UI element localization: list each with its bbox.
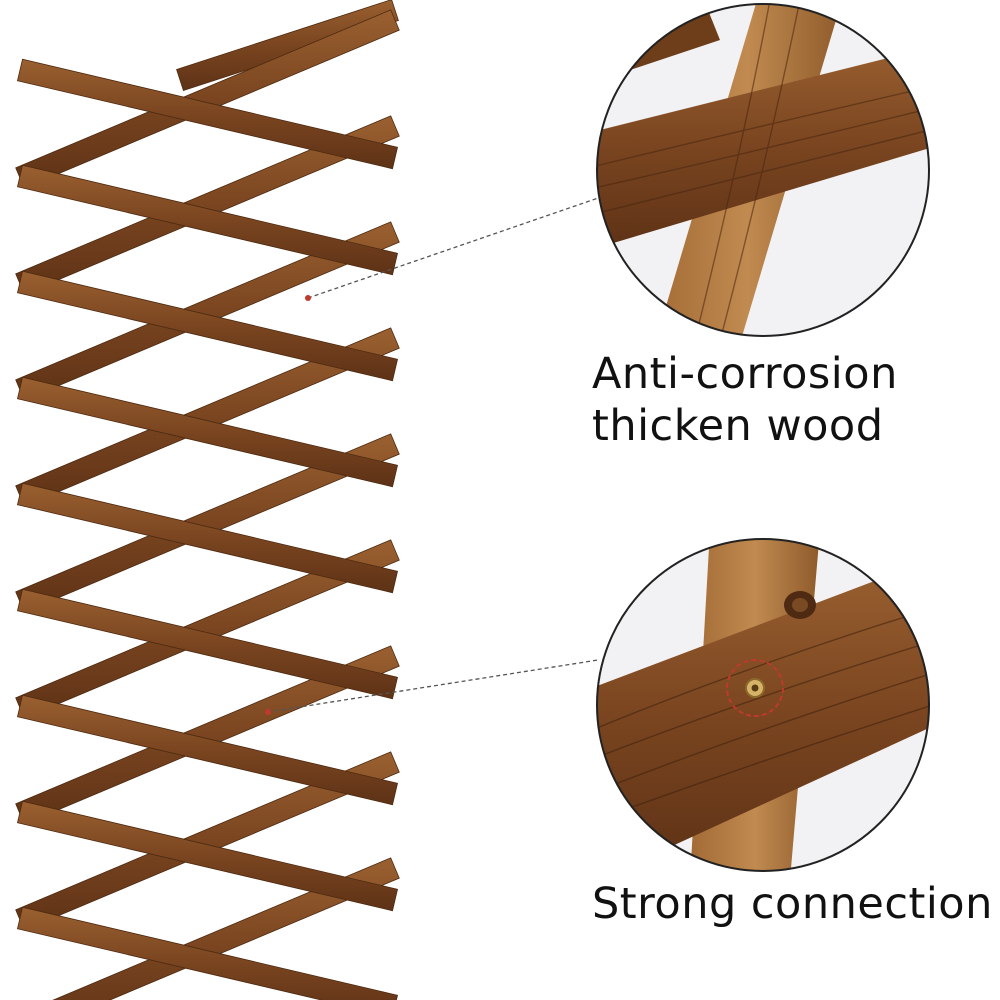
caption-line: thicken wood <box>592 401 884 451</box>
trellis-slat <box>15 539 400 719</box>
trellis-slat <box>17 164 398 276</box>
trellis-slat <box>17 906 398 1000</box>
trellis-slat <box>15 751 400 931</box>
trellis-slat <box>17 800 398 912</box>
caption-line: Strong connection <box>592 879 993 929</box>
callout-leaders <box>265 195 605 715</box>
trellis-slat <box>15 9 400 189</box>
trellis-slat <box>15 645 400 825</box>
trellis-slat <box>15 115 400 295</box>
trellis-slat <box>15 433 400 613</box>
trellis-slat <box>17 588 398 700</box>
trellis-slat <box>17 58 398 170</box>
trellis-slat <box>17 694 398 806</box>
brass-rivet-icon <box>726 659 784 717</box>
trellis-slat <box>15 221 400 401</box>
caption-line: Anti-corrosion <box>592 349 898 399</box>
trellis-slat <box>17 482 398 594</box>
trellis-slat <box>15 327 400 507</box>
zoom-circle-connection <box>596 538 930 872</box>
marker-dot-bottom <box>265 709 271 715</box>
zoom-circle-wood <box>596 3 930 337</box>
trellis-slat <box>17 376 398 488</box>
leader-line-top <box>307 195 605 299</box>
trellis-slat <box>52 857 400 1000</box>
wooden-trellis <box>15 0 400 1000</box>
caption-anti-corrosion: Anti-corrosion thicken wood <box>592 348 898 452</box>
trellis-slat <box>17 270 398 382</box>
caption-strong-connection: Strong connection <box>592 878 993 930</box>
marker-dot-top <box>305 295 311 301</box>
